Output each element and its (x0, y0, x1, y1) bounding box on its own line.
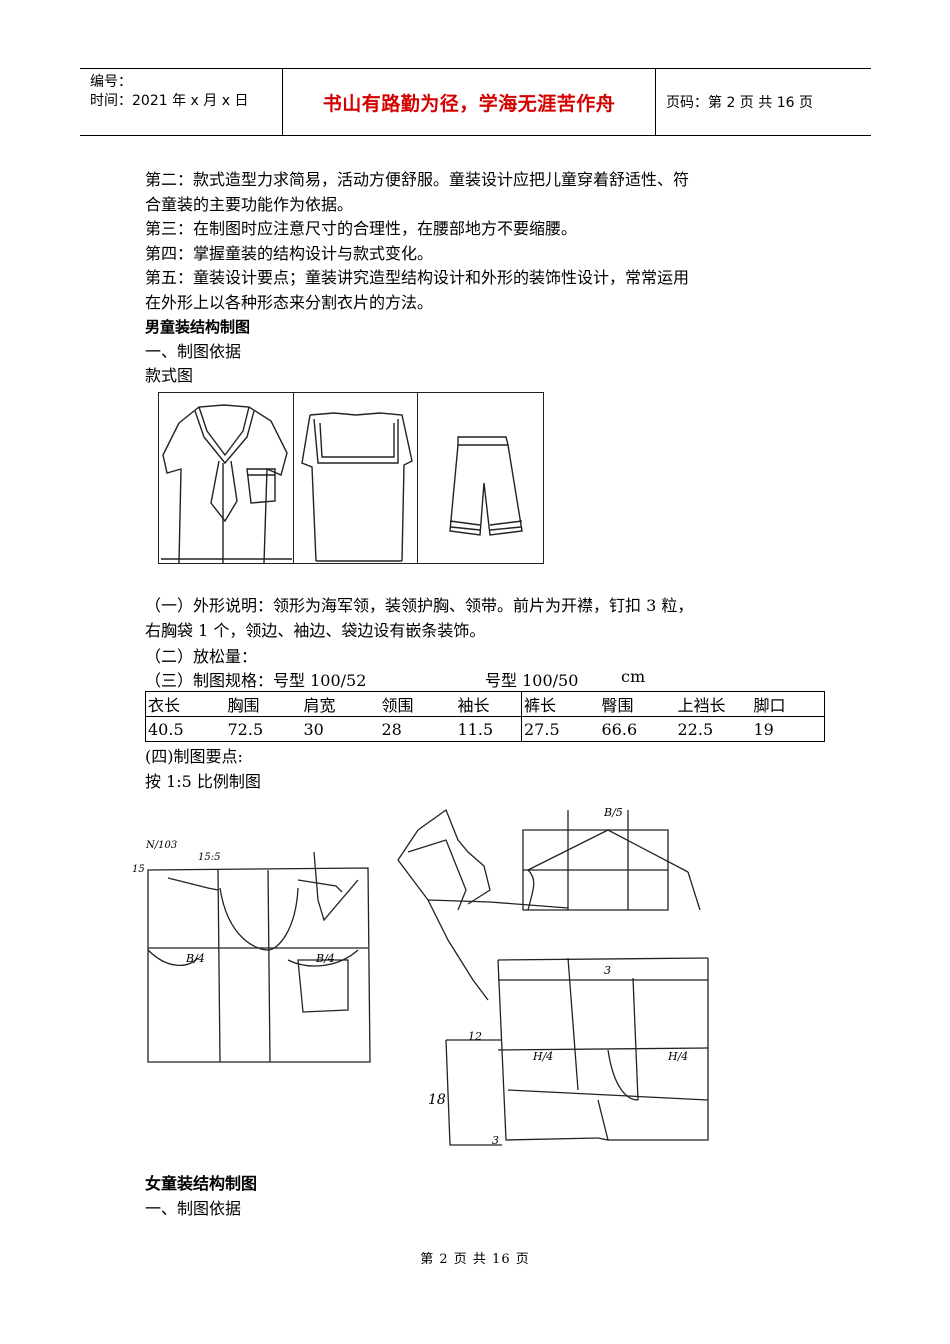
girls-section-subtitle: 一、制图依据 (145, 1199, 242, 1218)
paragraph: 第五：童装设计要点；童装讲究造型结构设计和外形的装饰性设计，常常运用 (145, 268, 690, 287)
header-page-label: 页码：第 2 页 共 16 页 (666, 95, 813, 111)
paragraph: 在外形上以各种形态来分割衣片的方法。 (145, 292, 434, 312)
sketch-label: B/5 (604, 806, 623, 819)
description-line-2: 右胸袋 1 个，领边、袖边、袋边设有嵌条装饰。 (145, 621, 486, 640)
allowance-label: （二）放松量： (145, 647, 258, 666)
spec-title: （三）制图规格：号型 100/52 (145, 671, 367, 690)
table-header-cell: 衣长 (145, 691, 226, 717)
table-cell: 40.5 (145, 716, 226, 742)
paragraph: 合童装的主要功能作为依据。 (145, 194, 354, 214)
style-drawings (158, 392, 544, 564)
shirt-front-drawing (159, 393, 294, 564)
sketch-label: 3 (604, 964, 611, 977)
shirt-back-drawing (294, 393, 418, 563)
body-text: 第二：款式造型力求简易，活动方便舒服。童装设计应把儿童穿着舒适性、符 合童装的主… (145, 168, 825, 389)
table-row: 衣长 胸围 肩宽 领围 袖长 裤长 臀围 上裆长 脚口 (145, 691, 825, 717)
drafting-scale: 按 1:5 比例制图 (145, 772, 261, 791)
pattern-drafts: N/103 15:5 15 B/4 B/4 B/5 3 H/4 H/4 18 3… (128, 800, 728, 1160)
table-header-cell: 裤长 (521, 691, 600, 717)
table-cell: 66.6 (599, 716, 676, 742)
spec-title-2: 号型 100/50 (485, 671, 579, 690)
sketch-label: H/4 (668, 1050, 689, 1063)
sketch-label: N/103 (146, 840, 178, 851)
drafting-title: (四)制图要点: (145, 747, 243, 766)
boys-section-title: 男童装结构制图 (145, 318, 251, 336)
table-row: 40.5 72.5 30 28 11.5 27.5 66.6 22.5 19 (145, 716, 825, 742)
sketch-label: 12 (468, 1030, 482, 1043)
sketch-label: 15:5 (198, 852, 221, 863)
table-cell: 30 (301, 716, 380, 742)
paragraph: 第四：掌握童装的结构设计与款式变化。 (145, 243, 434, 263)
header-meta: 编号： 时间：2021 年 x 月 x 日 (80, 69, 282, 135)
description-line-1: （一）外形说明：领形为海军领，装领护胸、领带。前片为开襟，钉扣 3 粒， (145, 596, 694, 615)
table-header-cell: 袖长 (455, 691, 522, 717)
header-motto: 书山有路勤为径，学海无涯苦作舟 (282, 69, 656, 135)
number-label: 编号： (90, 74, 132, 90)
paragraph: 第二：款式造型力求简易，活动方便舒服。童装设计应把儿童穿着舒适性、符 (145, 170, 690, 189)
spec-unit: cm (621, 667, 646, 686)
shorts-drawing (418, 393, 545, 563)
table-cell: 27.5 (521, 716, 600, 742)
sketch-label: 18 (428, 1092, 446, 1108)
table-cell: 19 (751, 716, 825, 742)
table-header-cell: 胸围 (225, 691, 302, 717)
spec-table: 衣长 胸围 肩宽 领围 袖长 裤长 臀围 上裆长 脚口 40.5 72.5 30… (145, 691, 825, 742)
sketch-label: B/4 (186, 952, 205, 965)
table-header-cell: 脚口 (751, 691, 825, 717)
table-header-cell: 上裆长 (675, 691, 752, 717)
sketch-label: B/4 (316, 952, 335, 965)
table-cell: 11.5 (455, 716, 522, 742)
sketch-label: 15 (132, 864, 145, 875)
table-cell: 22.5 (675, 716, 752, 742)
sketch-label: 3 (492, 1134, 499, 1147)
page-header: 编号： 时间：2021 年 x 月 x 日 书山有路勤为径，学海无涯苦作舟 页码… (80, 68, 871, 136)
paragraph: 第三：在制图时应注意尺寸的合理性，在腰部地方不要缩腰。 (145, 219, 578, 238)
table-header-cell: 肩宽 (301, 691, 380, 717)
sketch-label: H/4 (533, 1050, 554, 1063)
boys-section-subtitle: 一、制图依据 (145, 341, 242, 361)
table-header-cell: 臀围 (599, 691, 676, 717)
girls-section-title: 女童装结构制图 (145, 1174, 258, 1193)
style-label: 款式图 (145, 366, 194, 385)
table-header-cell: 领围 (379, 691, 456, 717)
table-cell: 28 (379, 716, 456, 742)
page-footer: 第 2 页 共 16 页 (420, 1252, 530, 1267)
table-cell: 72.5 (225, 716, 302, 742)
time-label: 时间：2021 年 x 月 x 日 (90, 93, 249, 109)
